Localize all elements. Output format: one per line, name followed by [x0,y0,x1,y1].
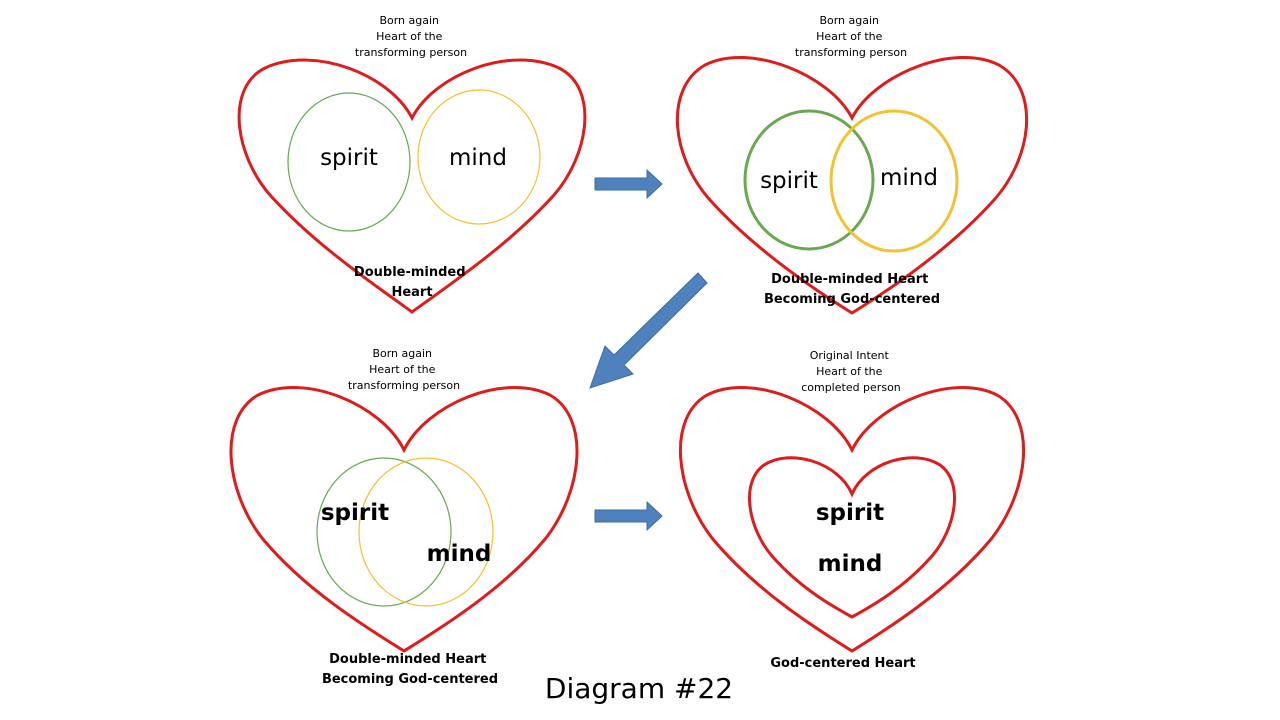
panel-3-top-line-1: Born again [372,347,432,360]
spirit-circle [743,109,875,251]
panel-3-spirit-label: spirit [321,500,389,526]
diagram-title: Diagram #22 [545,672,733,705]
panel-1-top-line-2: Heart of the [376,30,442,43]
svg-text:Born again Heart of the: Born again Heart of the transforming per… [795,14,907,59]
panel-3: Born again Heart of the transforming per… [229,347,579,687]
inner-heart-icon [748,456,956,619]
heart-outline-icon [237,58,587,314]
panel-3-top-line-2: Heart of the [369,363,435,376]
panel-1-top-line-1: Born again [379,14,439,27]
panel-2-top-line-3: transforming person [795,46,907,59]
mind-circle [417,89,541,225]
panel-3-bottom-line-2: Becoming God-centered [322,672,498,687]
panel-4-top-line-1: Original Intent [810,349,890,362]
mind-circle [358,457,494,607]
svg-text:Double-minded Heart Beco: Double-minded Heart Becoming God-centere… [322,652,498,687]
spirit-circle [316,457,452,607]
heart-outline-icon [229,385,579,653]
panel-1-spirit-label: spirit [320,145,378,171]
panel-3-top-line-3: transforming person [348,379,460,392]
heart-outline-icon [676,55,1028,315]
panel-2-top-line-1: Born again [819,14,879,27]
panel-2-mind-label: mind [880,165,938,191]
panel-1-bottom-line-2: Heart [391,285,432,300]
svg-text:Original Intent Heart of: Original Intent Heart of the completed p… [801,349,901,394]
svg-text:Double-minded Heart: Double-minded Heart [354,265,470,300]
panel-2: Born again Heart of the transforming per… [676,14,1028,315]
svg-text:Born again Heart of the: Born again Heart of the transforming per… [355,14,467,59]
panel-4-mind-label: mind [818,551,883,577]
spirit-circle [287,92,411,232]
panel-2-top-line-2: Heart of the [816,30,882,43]
panel-4-top-line-3: completed person [801,381,901,394]
panel-2-bottom-line-1: Double-minded Heart [771,272,928,287]
panel-1-bottom-line-1: Double-minded [354,265,466,280]
panel-1: Born again Heart of the transforming per… [237,14,587,314]
panel-4-bottom-line-1: God-centered Heart [770,656,915,671]
panel-1-top-line-3: transforming person [355,46,467,59]
arrow-down-left-icon [589,272,708,389]
svg-text:Double-minded Heart Beco: Double-minded Heart Becoming God-centere… [764,272,940,307]
panel-3-bottom-line-1: Double-minded Heart [329,652,486,667]
arrow-right-icon [594,168,663,200]
panel-4-spirit-label: spirit [816,500,884,526]
panel-4: Original Intent Heart of the completed p… [679,349,1025,671]
panel-2-spirit-label: spirit [760,168,818,194]
panel-1-mind-label: mind [449,145,507,171]
svg-text:Born again Heart of the: Born again Heart of the transforming per… [348,347,460,392]
panel-4-top-line-2: Heart of the [816,365,882,378]
arrow-right-icon [594,500,663,532]
panel-3-mind-label: mind [427,541,492,567]
heart-outline-icon [679,385,1025,653]
panel-2-bottom-line-2: Becoming God-centered [764,292,940,307]
mind-circle [829,109,959,253]
